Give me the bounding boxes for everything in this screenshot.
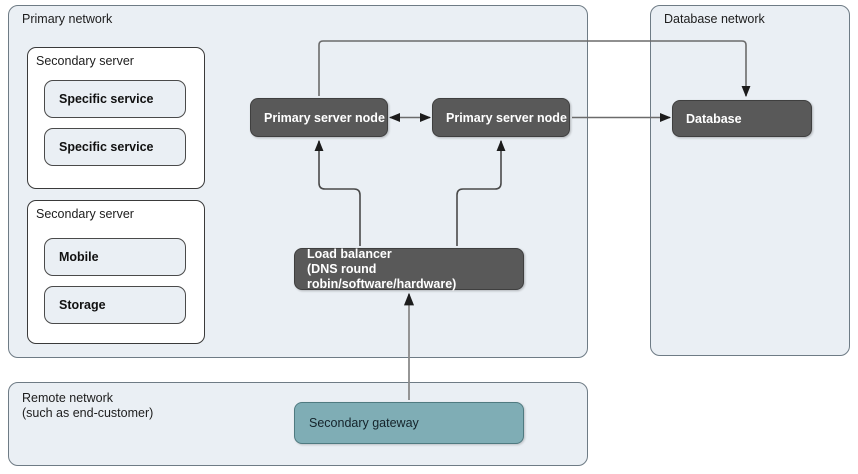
secondary-server-2-label: Secondary server xyxy=(36,207,134,221)
service-box-specific-service-1[interactable]: Specific service xyxy=(44,80,186,118)
load-balancer-title: Load balancer xyxy=(307,246,392,261)
service-box-specific-service-2[interactable]: Specific service xyxy=(44,128,186,166)
database-network-panel xyxy=(650,5,850,356)
remote-network-label-line2: (such as end-customer) xyxy=(22,406,154,420)
secondary-gateway-box[interactable]: Secondary gateway xyxy=(294,402,524,444)
database-box[interactable]: Database xyxy=(672,100,812,137)
remote-network-label-line1: Remote network xyxy=(22,391,114,405)
database-network-label: Database network xyxy=(664,12,765,26)
primary-server-node-left[interactable]: Primary server node xyxy=(250,98,388,137)
service-box-mobile[interactable]: Mobile xyxy=(44,238,186,276)
primary-server-node-right[interactable]: Primary server node xyxy=(432,98,570,137)
service-box-storage[interactable]: Storage xyxy=(44,286,186,324)
secondary-server-1 xyxy=(27,47,205,189)
load-balancer-box[interactable]: Load balancer (DNS round robin/software/… xyxy=(294,246,524,291)
primary-network-label: Primary network xyxy=(22,12,113,26)
load-balancer-detail: (DNS round robin/software/hardware) xyxy=(307,261,457,291)
secondary-server-1-label: Secondary server xyxy=(36,54,134,68)
